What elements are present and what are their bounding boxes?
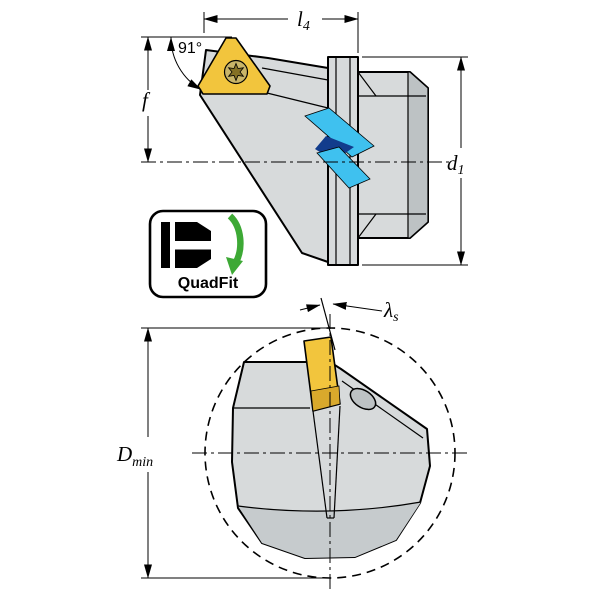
rotate-arrow-icon — [227, 213, 244, 264]
coupling-end-face — [407, 71, 429, 239]
f-label: f — [142, 88, 151, 112]
cylinder-taper-top — [357, 71, 377, 97]
lambda-label: λs — [383, 298, 399, 325]
angle-arc — [166, 37, 202, 90]
quadfit-label: QuadFit — [178, 275, 239, 292]
front-view: λs Dmin — [116, 297, 468, 592]
lambda-leader-arrow — [332, 301, 383, 312]
dmin-label: Dmin — [116, 442, 153, 470]
lambda-tilt-line — [320, 297, 336, 351]
head-pocket-line — [266, 92, 329, 109]
rotate-arrow-head-icon — [226, 257, 243, 275]
coolant-channel-lower — [316, 146, 371, 189]
l4-label: l4 — [297, 7, 310, 34]
d1-label: d1 — [447, 151, 465, 178]
coupling-icon-bar — [161, 222, 170, 268]
blade-slot-line-right — [333, 405, 341, 519]
lambda-arrow-left — [299, 304, 321, 313]
cylinder-taper-bottom — [357, 213, 377, 239]
side-view: l4 f 91° d1 — [141, 7, 468, 266]
angle-label: 91° — [178, 40, 202, 57]
torx-star-icon — [227, 62, 245, 82]
head-top-inner-line — [261, 67, 329, 81]
coupling-icon-slot — [174, 241, 212, 250]
quadfit-badge: QuadFit — [148, 209, 268, 299]
clamp-hole-ellipse — [349, 387, 377, 411]
blade-slot-line-left — [312, 410, 328, 519]
